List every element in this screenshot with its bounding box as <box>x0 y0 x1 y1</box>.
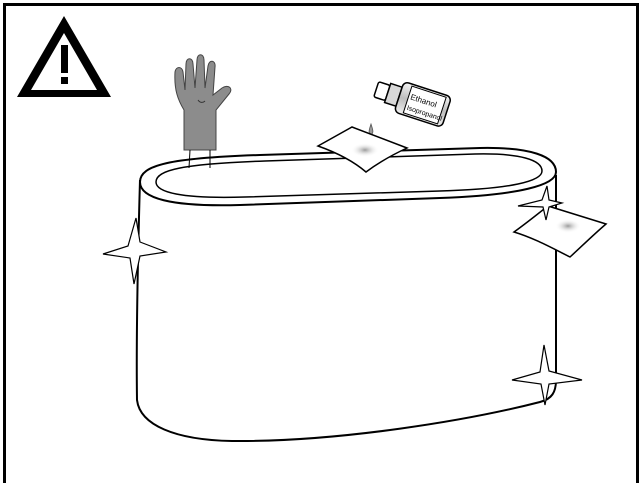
tank <box>135 146 558 443</box>
sparkle-icon <box>102 185 583 406</box>
bottle-icon: Ethanol Isopropanol <box>373 81 452 127</box>
warning-icon <box>17 16 111 97</box>
glove-icon <box>174 54 232 169</box>
illustration-frame <box>3 3 639 483</box>
cloth-icon <box>316 126 409 173</box>
cloth-icon-side <box>512 205 608 258</box>
